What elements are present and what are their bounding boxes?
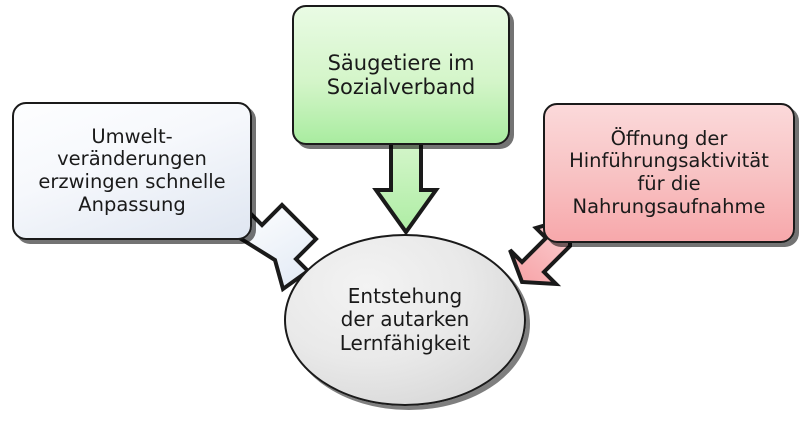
node-center-ellipse[interactable]: Entstehung der autarken Lernfähigkeit	[284, 234, 526, 406]
node-left-box[interactable]: Umwelt- veränderungen erzwingen schnelle…	[12, 102, 252, 240]
node-right-box[interactable]: Öffnung der Hinführungsaktivität für die…	[543, 103, 795, 243]
arrow-down-icon-green	[372, 136, 440, 236]
node-top-box[interactable]: Säugetiere im Sozialverband	[292, 5, 510, 145]
arrow-down-green-path	[372, 136, 440, 236]
